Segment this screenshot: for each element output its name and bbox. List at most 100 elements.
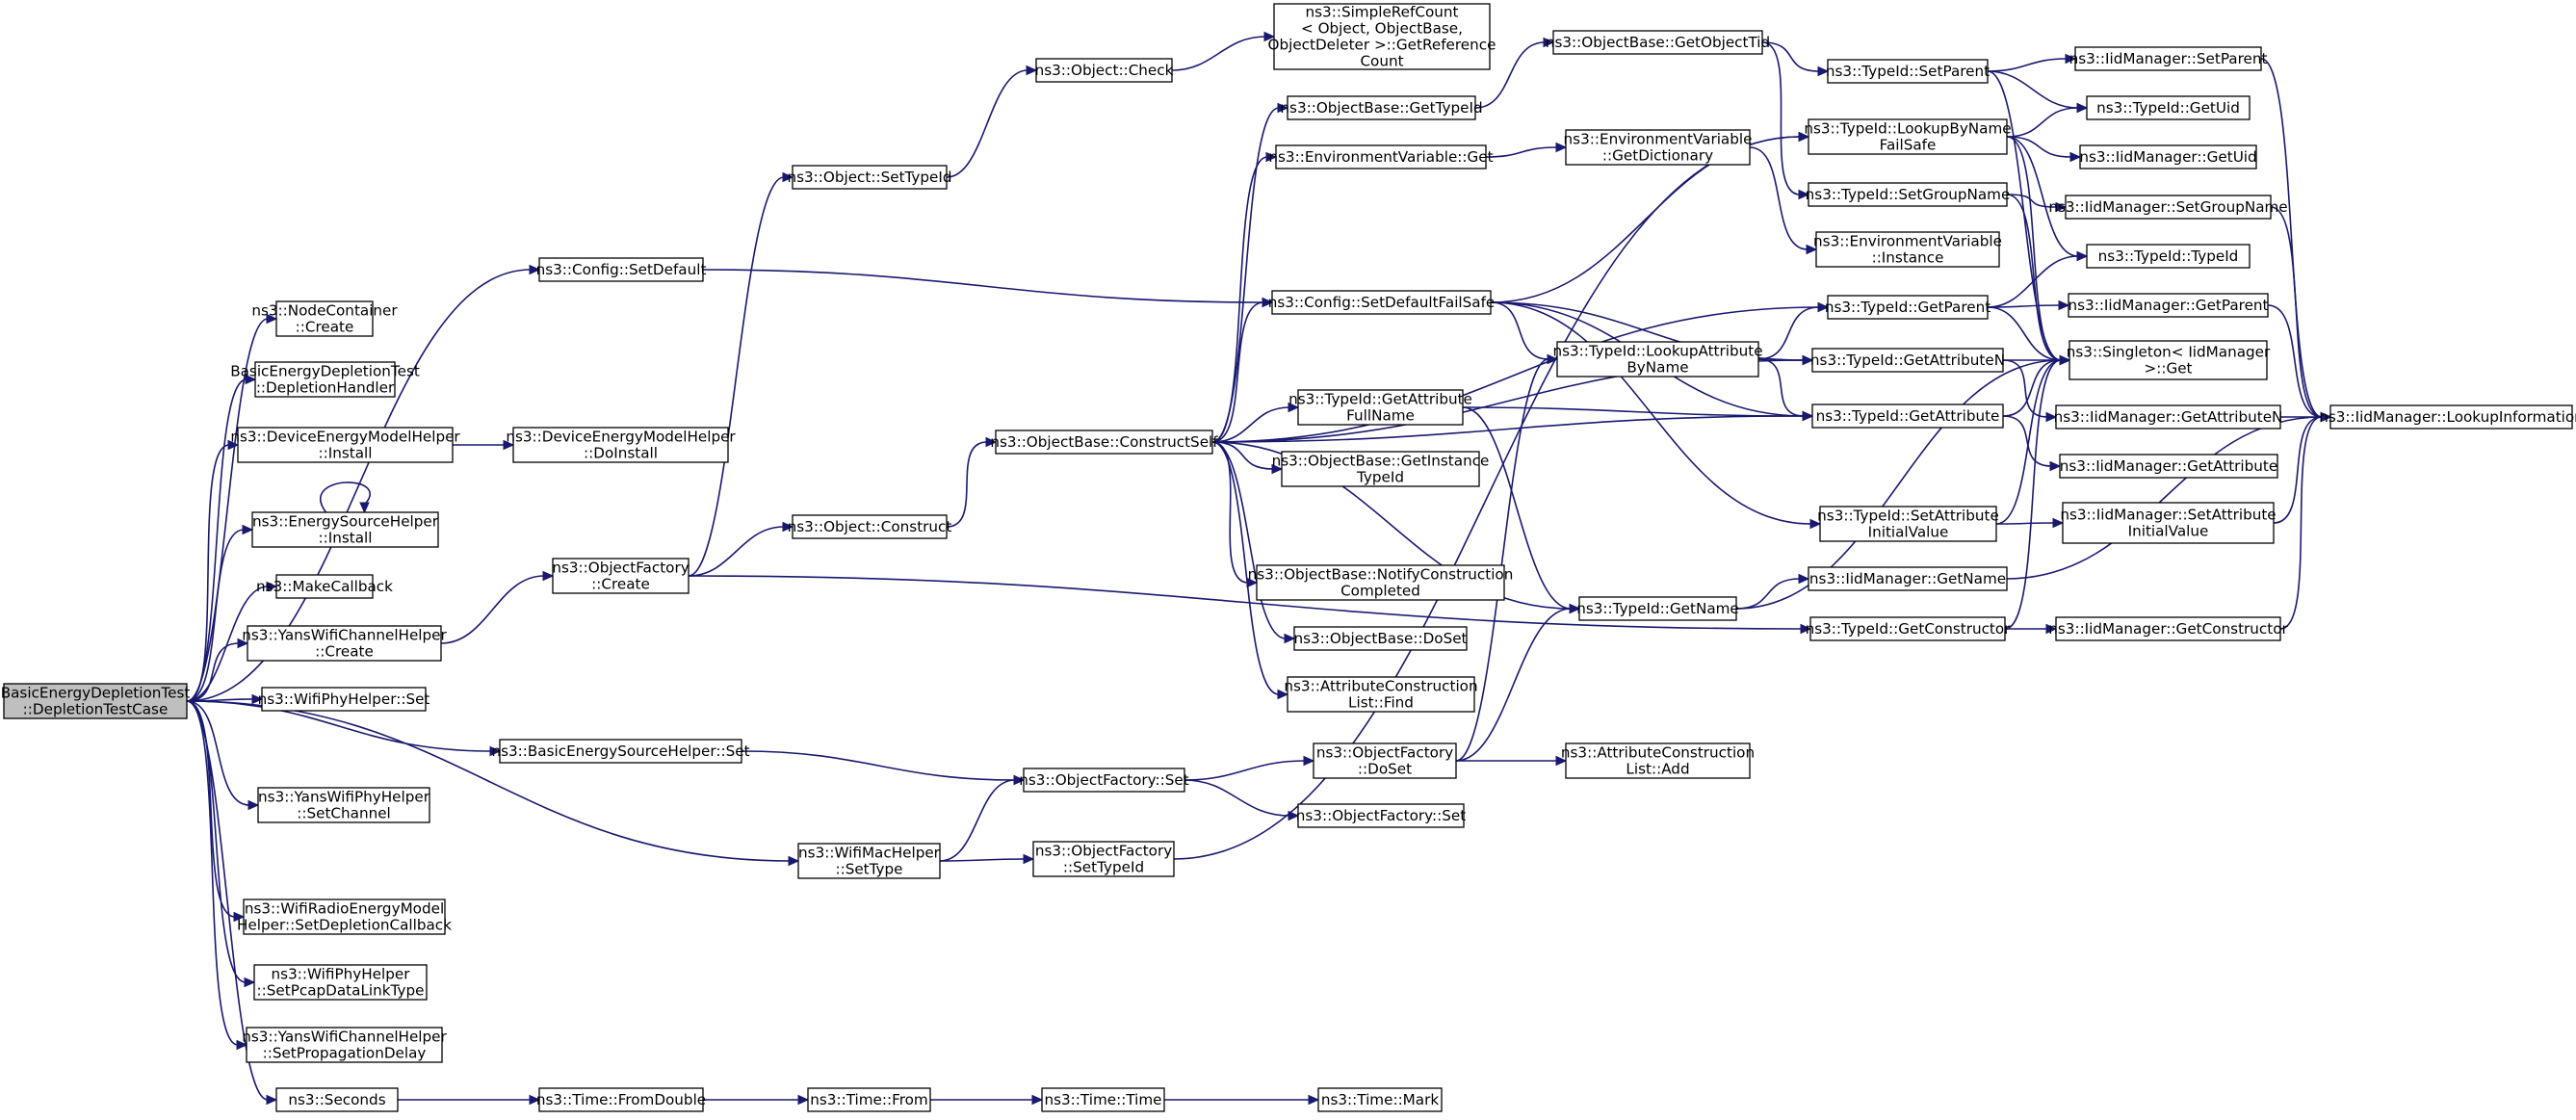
node-wphPcap[interactable]: ns3::WifiPhyHelper::SetPcapDataLinkType (253, 964, 428, 1001)
node-iidSetAttrInit[interactable]: ns3::IidManager::SetAttributeInitialValu… (2060, 502, 2277, 544)
edge-obGetObjTid-to-tidSetParent (1761, 41, 1820, 72)
node-timeFromDouble[interactable]: ns3::Time::FromDouble (536, 1087, 706, 1112)
node-cfgSetDefaultFS[interactable]: ns3::Config::SetDefaultFailSafe (1268, 290, 1496, 315)
node-besHelperSet[interactable]: ns3::BasicEnergySourceHelper::Set (491, 739, 750, 764)
edge-ofCreate-to-tidGetCtor (688, 575, 1803, 630)
node-box-envGetDict (1565, 129, 1751, 166)
edge-root-to-seconds (186, 700, 269, 1101)
node-wmhSetType[interactable]: ns3::WifiMacHelper::SetType (797, 843, 941, 879)
node-singletonGet[interactable]: ns3::Singleton< IidManager>::Get (2067, 340, 2271, 380)
arrowhead-tidSetParent-to-iidSetParent (2065, 53, 2077, 65)
node-obConstructSelf[interactable]: ns3::ObjectBase::ConstructSelf (990, 430, 1218, 455)
node-tidSetParent[interactable]: ns3::TypeId::SetParent (1826, 59, 1990, 84)
node-tidGetName[interactable]: ns3::TypeId::GetName (1576, 596, 1739, 621)
node-objConstruct[interactable]: ns3::Object::Construct (788, 514, 952, 539)
node-label-aclAdd-0: ns3::AttributeConstruction (1561, 743, 1755, 761)
node-label-makeCallback-0: ns3::MakeCallback (256, 578, 393, 595)
node-tidSetGroupName[interactable]: ns3::TypeId::SetGroupName (1806, 182, 2011, 207)
node-obGetObjTid[interactable]: ns3::ObjectBase::GetObjectTid (1546, 30, 1770, 55)
node-wremhSetDepl[interactable]: ns3::WifiRadioEnergyModelHelper::SetDepl… (237, 899, 452, 935)
node-envInstance[interactable]: ns3::EnvironmentVariable::Instance (1813, 231, 2002, 268)
node-label-ywphSetChannel-0: ns3::YansWifiPhyHelper (258, 788, 430, 805)
node-demhDoInstall[interactable]: ns3::DeviceEnergyModelHelper::DoInstall (506, 427, 736, 463)
node-label-ofCreate-1: ::Create (591, 575, 650, 592)
node-label-ofDoSet-0: ns3::ObjectFactory (1316, 743, 1453, 761)
node-iidGetAttrN[interactable]: ns3::IidManager::GetAttributeN (2054, 404, 2283, 430)
edge-iidGetCtor-to-iidLookupInfo (2279, 416, 2323, 630)
node-box-besHelperSet (499, 739, 742, 764)
node-ofCreate[interactable]: ns3::ObjectFactory::Create (552, 558, 690, 594)
node-label-aclFind-1: List::Find (1348, 693, 1414, 711)
node-tidGetUid[interactable]: ns3::TypeId::GetUid (2086, 95, 2251, 120)
node-label-obGetTypeId-0: ns3::ObjectBase::GetTypeId (1280, 99, 1482, 117)
node-depletionHandler[interactable]: BasicEnergyDepletionTest::DepletionHandl… (230, 361, 420, 398)
node-label-timeFrom-0: ns3::Time::From (810, 1091, 927, 1108)
node-timeMark[interactable]: ns3::Time::Mark (1317, 1087, 1443, 1112)
arrowhead-objCheck-to-srcGetRef (1263, 31, 1276, 42)
node-timeTime[interactable]: ns3::Time::Time (1041, 1087, 1165, 1112)
node-label-ofSet-0: ns3::ObjectFactory::Set (1019, 771, 1188, 789)
node-tidGetParent[interactable]: ns3::TypeId::GetParent (1825, 295, 1991, 320)
node-ofSet2[interactable]: ns3::ObjectFactory::Set (1296, 803, 1466, 828)
node-ofDoSet[interactable]: ns3::ObjectFactory::DoSet (1313, 742, 1457, 779)
node-obGetTypeId[interactable]: ns3::ObjectBase::GetTypeId (1280, 95, 1483, 120)
node-iidGetAttr[interactable]: ns3::IidManager::GetAttribute (2059, 454, 2278, 479)
node-box-tidSetGroupName (1808, 182, 2008, 207)
node-label-obConstructSelf-0: ns3::ObjectBase::ConstructSelf (990, 433, 1218, 451)
node-ofSet[interactable]: ns3::ObjectFactory::Set (1019, 768, 1189, 793)
node-nodeContainer[interactable]: ns3::NodeContainer::Create (251, 300, 398, 337)
node-objSetTypeId[interactable]: ns3::Object::SetTypeId (787, 165, 952, 190)
arrowhead-tidSetAttrInit-to-iidSetAttrInit (2052, 517, 2065, 529)
edge-tidLookupByNameFS-to-singletonGet (2006, 136, 2062, 361)
node-envGet[interactable]: ns3::EnvironmentVariable::Get (1268, 144, 1494, 169)
node-root[interactable]: BasicEnergyDepletionTest::DepletionTestC… (1, 683, 191, 719)
node-iidGetUid[interactable]: ns3::IidManager::GetUid (2079, 144, 2257, 169)
edge-obConstructSelf-to-tidGetName (1211, 441, 1572, 610)
edge-obConstructSelf-to-tidGetAttr (1211, 415, 1805, 443)
node-cfgSetDefault[interactable]: ns3::Config::SetDefault (536, 257, 707, 282)
node-envGetDict[interactable]: ns3::EnvironmentVariable::GetDictionary (1564, 129, 1753, 166)
node-tidGetAttrN[interactable]: ns3::TypeId::GetAttributeN (1810, 348, 2005, 373)
edge-tidGetAttrFull-to-tidGetAttr (1462, 406, 1805, 417)
node-obDoSet[interactable]: ns3::ObjectBase::DoSet (1293, 626, 1468, 651)
node-box-tidTypeId (2086, 244, 2251, 269)
edge-envGetDict-to-envInstance (1749, 146, 1808, 250)
node-iidLookupInfo[interactable]: ns3::IidManager::LookupInformation (2319, 404, 2576, 430)
node-box-obGetTypeId (1287, 95, 1476, 120)
node-iidGetParent[interactable]: ns3::IidManager::GetParent (2068, 293, 2269, 318)
edge-root-to-demhInstall (186, 444, 230, 702)
node-tidGetAttr[interactable]: ns3::TypeId::GetAttribute (1811, 404, 2004, 429)
node-label-srcGetRef-2: ObjectDeleter >::GetReference (1268, 36, 1496, 53)
node-iidGetName[interactable]: ns3::IidManager::GetName (1808, 566, 2008, 591)
node-box-iidSetGroupName (2065, 195, 2272, 220)
node-ywchCreate[interactable]: ns3::YansWifiChannelHelper::Create (242, 625, 448, 662)
node-objCheck[interactable]: ns3::Object::Check (1035, 58, 1174, 83)
node-obNotify[interactable]: ns3::ObjectBase::NotifyConstructionCompl… (1248, 564, 1514, 601)
node-label-iidSetGroupName-0: ns3::IidManager::SetGroupName (2048, 198, 2287, 216)
node-eshInstall[interactable]: ns3::EnergySourceHelper::Install (251, 511, 439, 548)
node-iidSetParent[interactable]: ns3::IidManager::SetParent (2069, 46, 2268, 71)
node-makeCallback[interactable]: ns3::MakeCallback (256, 574, 393, 599)
edge-tidGetAttr-to-singletonGet (2002, 359, 2062, 417)
node-tidGetCtor[interactable]: ns3::TypeId::GetConstructor (1806, 616, 2012, 641)
node-label-iidLookupInfo-0: ns3::IidManager::LookupInformation (2319, 408, 2576, 426)
node-timeFrom[interactable]: ns3::Time::From (807, 1087, 931, 1112)
node-demhInstall[interactable]: ns3::DeviceEnergyModelHelper::Install (230, 427, 460, 463)
node-srcGetRef[interactable]: ns3::SimpleRefCount< Object, ObjectBase,… (1268, 3, 1496, 70)
node-seconds[interactable]: ns3::Seconds (275, 1087, 399, 1112)
node-ywphSetChannel[interactable]: ns3::YansWifiPhyHelper::SetChannel (257, 787, 430, 823)
node-iidGetCtor[interactable]: ns3::IidManager::GetConstructor (2048, 616, 2288, 641)
node-wphSet[interactable]: ns3::WifiPhyHelper::Set (258, 687, 430, 712)
node-ofSetTypeId[interactable]: ns3::ObjectFactory::SetTypeId (1032, 841, 1175, 877)
node-iidSetGroupName[interactable]: ns3::IidManager::SetGroupName (2048, 195, 2288, 220)
node-tidTypeId[interactable]: ns3::TypeId::TypeId (2086, 244, 2251, 269)
node-ywchSetProp[interactable]: ns3::YansWifiChannelHelper::SetPropagati… (242, 1027, 448, 1063)
